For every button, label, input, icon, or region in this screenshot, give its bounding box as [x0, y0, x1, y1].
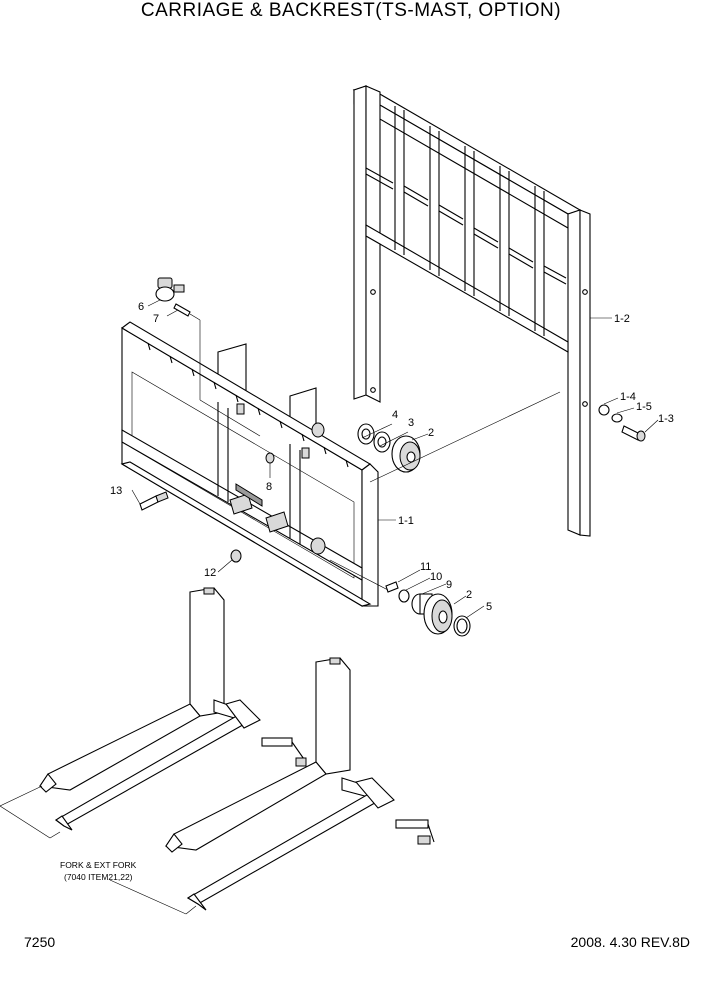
label-8: 8	[266, 481, 272, 493]
bolt-set-1-3	[598, 404, 646, 442]
label-4: 4	[392, 409, 398, 421]
fork-left	[39, 587, 307, 831]
label-1-1: 1-1	[398, 515, 414, 527]
label-1-2: 1-2	[614, 313, 630, 325]
label-3: 3	[408, 417, 414, 429]
backrest-part	[352, 85, 591, 537]
fork-note-line2: (7040 ITEM21,22)	[64, 872, 133, 882]
stopper-part-6	[155, 277, 185, 302]
bolt-part-7	[173, 303, 201, 321]
label-10: 10	[430, 571, 442, 583]
label-7: 7	[153, 313, 159, 325]
fork-right	[165, 657, 435, 911]
fork-note-line1: FORK & EXT FORK	[60, 860, 137, 870]
roller-assembly-upper	[357, 423, 421, 473]
bolt-part-13	[139, 491, 169, 511]
label-12: 12	[204, 567, 216, 579]
date-revision: 2008. 4.30 REV.8D	[570, 934, 690, 950]
label-13: 13	[110, 485, 122, 497]
pin-part-12	[230, 549, 242, 563]
label-5: 5	[486, 601, 492, 613]
page-number: 7250	[24, 934, 56, 950]
roller-assembly-lower	[385, 581, 471, 637]
label-2b: 2	[466, 589, 472, 601]
label-2a: 2	[428, 427, 434, 439]
label-9: 9	[446, 579, 452, 591]
label-11: 11	[420, 561, 431, 573]
label-6: 6	[138, 301, 144, 313]
label-1-4: 1-4	[620, 391, 636, 403]
carriage-part	[120, 321, 379, 607]
page-title: CARRIAGE & BACKREST(TS-MAST, OPTION)	[140, 0, 562, 21]
label-1-5: 1-5	[636, 401, 652, 413]
label-1-3: 1-3	[658, 413, 674, 425]
leader-lines	[0, 299, 659, 915]
part-labels: 6 7 4 3 2 8 13 1-1 1-2 1-4 1-5 1-3 12 11…	[110, 301, 674, 613]
